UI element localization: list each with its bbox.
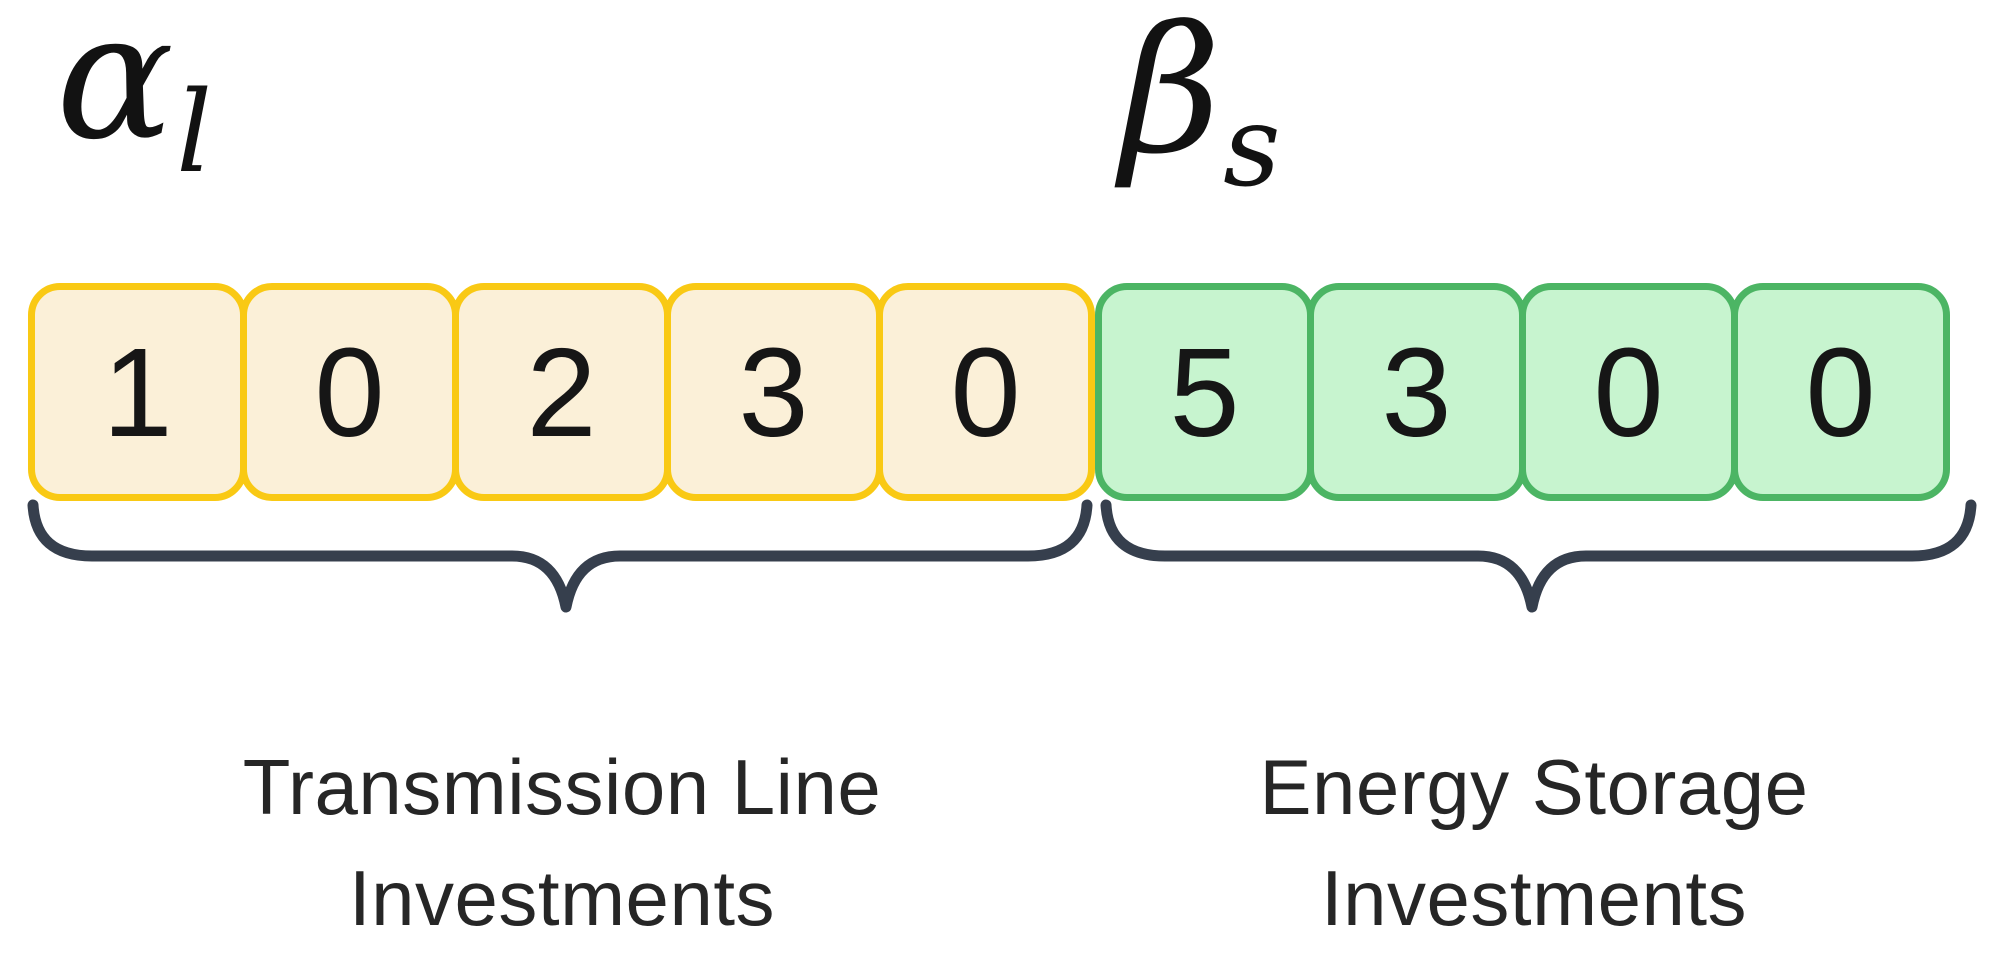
vector-cell: 5	[1095, 283, 1314, 501]
vector-cell: 3	[664, 283, 883, 501]
transmission-label-line1: Transmission Line	[242, 743, 882, 831]
storage-label-line1: Energy Storage	[1259, 743, 1809, 831]
beta-label: βs	[1120, 4, 1281, 203]
vector-cell: 0	[1519, 283, 1738, 501]
alpha-symbol: α	[56, 0, 175, 179]
left-brace	[27, 499, 1093, 613]
vector-cell: 0	[240, 283, 459, 501]
vector-cell: 2	[452, 283, 671, 501]
alpha-label: αl	[56, 0, 212, 189]
right-brace	[1100, 499, 1977, 613]
transmission-label-line2: Investments	[348, 853, 775, 942]
storage-label: Energy Storage Investments	[1259, 732, 1808, 953]
vector-cell: 0	[876, 283, 1095, 501]
vector-cell: 3	[1307, 283, 1526, 501]
transmission-label: Transmission Line Investments	[243, 732, 882, 953]
alpha-subscript: l	[176, 68, 213, 198]
vector-cell: 1	[28, 283, 247, 501]
storage-label-line2: Investments	[1320, 853, 1748, 942]
vector-cell: 0	[1731, 283, 1950, 501]
beta-subscript: s	[1223, 82, 1281, 212]
beta-symbol: β	[1120, 0, 1222, 193]
